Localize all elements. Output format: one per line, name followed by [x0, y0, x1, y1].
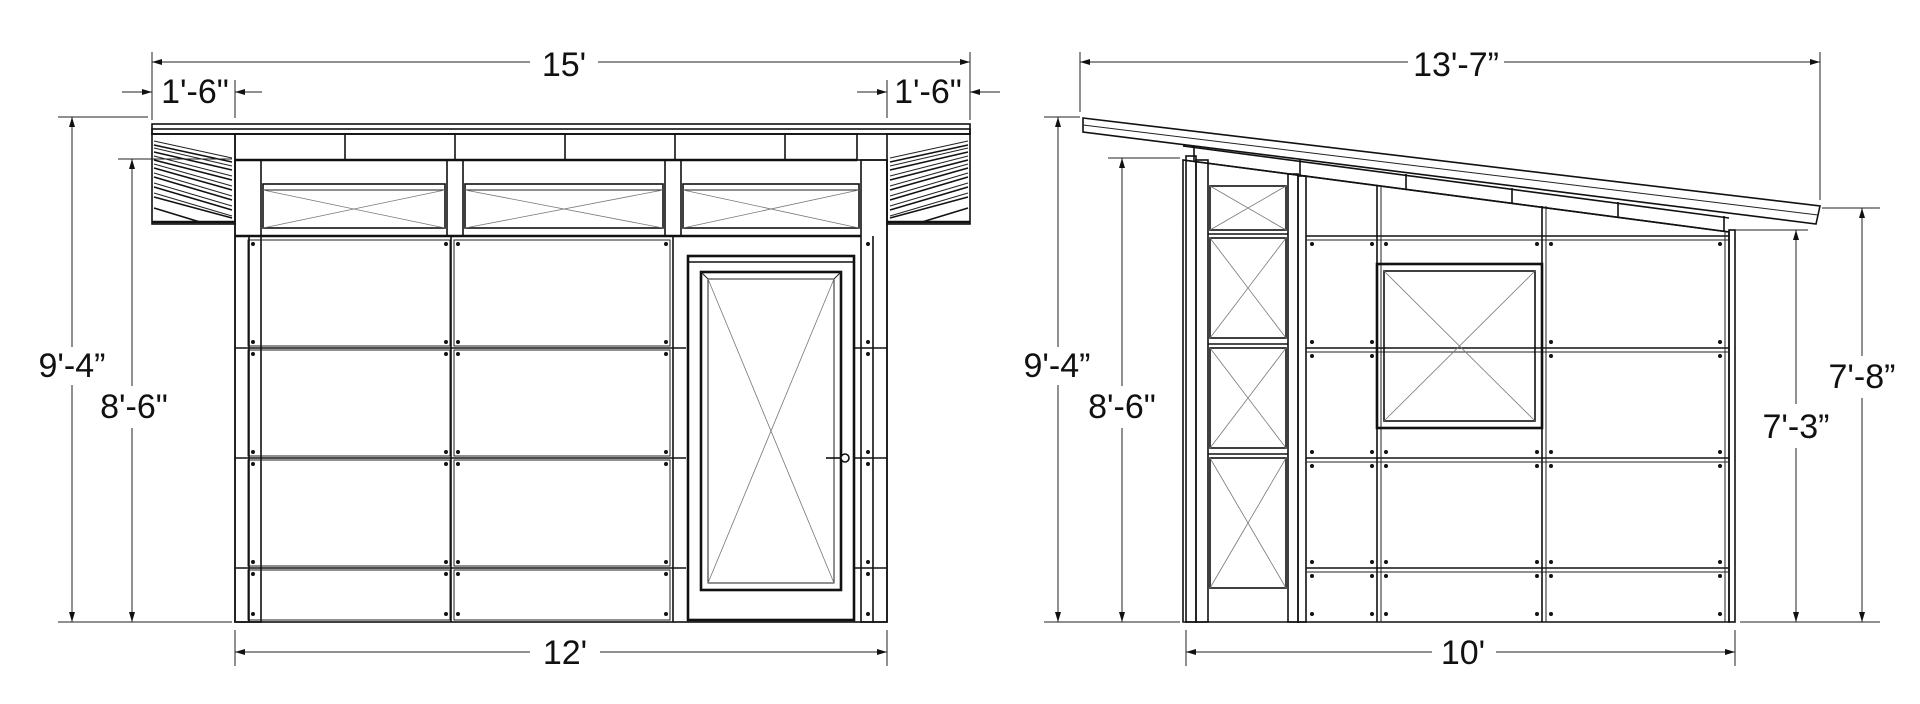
- door-knob-icon: [840, 453, 850, 463]
- side-low-total-height-label: 7'-8”: [1829, 358, 1896, 396]
- label-backdrop: [1020, 347, 1094, 385]
- label-backdrop: [1759, 408, 1833, 446]
- side-high-wall-height-label: 8'-6": [1088, 388, 1156, 426]
- label-backdrop: [1825, 358, 1899, 396]
- label-backdrop: [97, 388, 171, 426]
- front-elevation: 15' 1'-6" 1'-6" 9'-4” 8'-6" 12': [35, 46, 1000, 672]
- front-screws: [251, 242, 870, 616]
- label-backdrop: [538, 46, 590, 84]
- side-overall-length-label: 13'-7”: [1413, 46, 1499, 84]
- label-backdrop: [539, 634, 591, 672]
- front-door: [686, 254, 856, 622]
- label-backdrop: [891, 73, 965, 111]
- side-elevation: 13'-7” 9'-4” 8'-6" 7'-3” 7'-8” 10': [1020, 46, 1899, 672]
- side-wall: [1182, 155, 1736, 623]
- front-wall: [234, 159, 888, 623]
- side-low-wall-height-label: 7'-3”: [1763, 408, 1830, 446]
- side-vertical-windows: [1208, 185, 1288, 589]
- front-siding-panels: [235, 236, 887, 622]
- front-wall-height-label: 8'-6": [100, 388, 168, 426]
- label-backdrop: [35, 347, 109, 385]
- side-dimensions: 13'-7” 9'-4” 8'-6" 7'-3” 7'-8” 10': [1020, 46, 1899, 672]
- front-left-overhang: [151, 133, 236, 225]
- side-high-total-height-label: 9'-4”: [1024, 347, 1091, 385]
- side-screws: [1310, 242, 1722, 616]
- front-left-overhang-label: 1'-6": [161, 73, 229, 111]
- side-wall-width-label: 10': [1441, 634, 1485, 672]
- front-total-height-label: 9'-4”: [39, 347, 106, 385]
- label-backdrop: [158, 73, 232, 111]
- front-wall-width-label: 12': [543, 634, 587, 672]
- side-square-window: [1375, 262, 1544, 430]
- front-dimensions: 15' 1'-6" 1'-6" 9'-4” 8'-6" 12': [35, 46, 1000, 672]
- label-backdrop: [1410, 46, 1502, 84]
- front-overall-width-label: 15': [542, 46, 586, 84]
- front-roof: [151, 123, 971, 162]
- front-right-overhang: [886, 133, 971, 225]
- front-right-overhang-label: 1'-6": [894, 73, 962, 111]
- front-clerestory-windows: [262, 183, 860, 229]
- label-backdrop: [1437, 634, 1489, 672]
- side-roof: [1082, 117, 1821, 233]
- label-backdrop: [1085, 388, 1159, 426]
